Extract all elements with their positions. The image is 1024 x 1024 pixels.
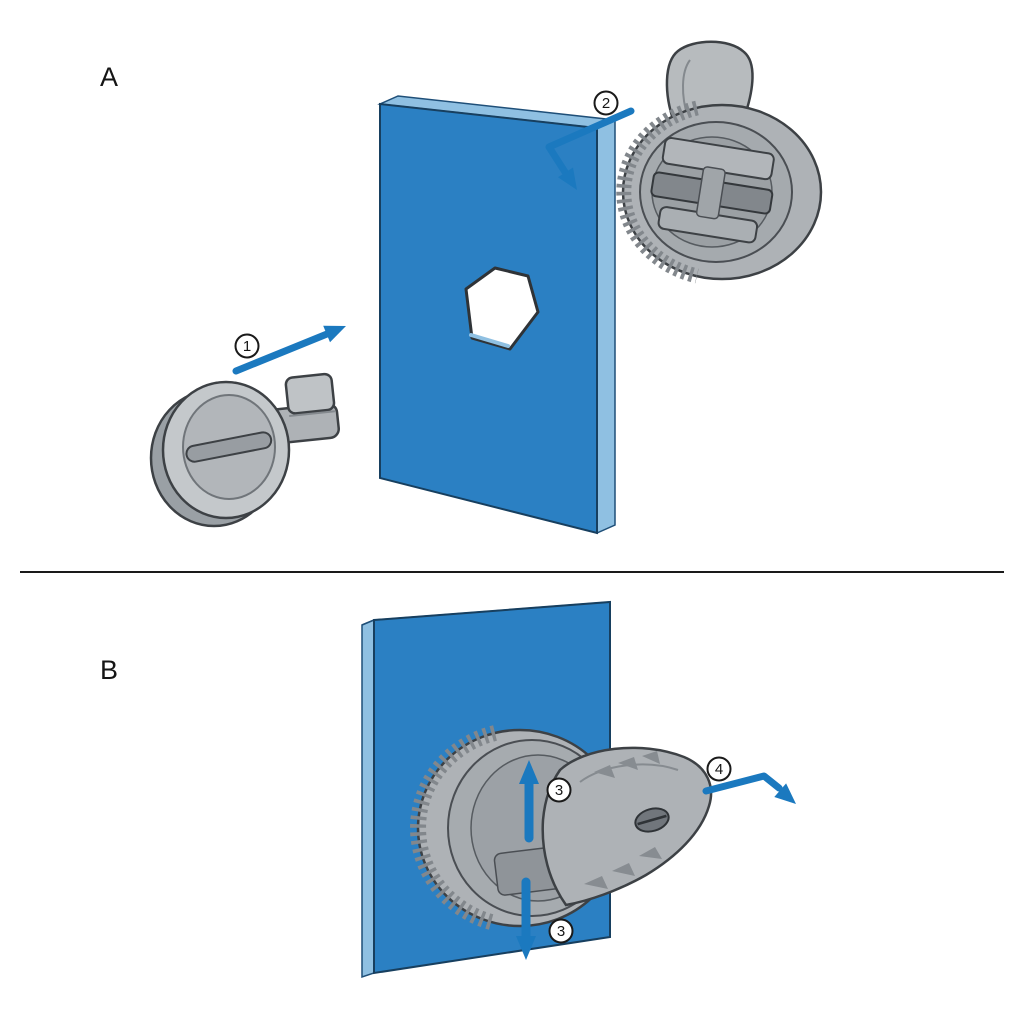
assembled-latch bbox=[410, 725, 713, 931]
step-3-up-number: 3 bbox=[555, 782, 563, 799]
arrow-step-3-down-head bbox=[516, 936, 536, 960]
arrow-step-4-shaft bbox=[702, 772, 783, 795]
step-3-up-badge bbox=[546, 777, 572, 803]
latch-arm-rib-bottom-2 bbox=[612, 863, 635, 876]
step-3-down-number: 3 bbox=[557, 923, 565, 940]
arrow-step-4-head bbox=[774, 783, 796, 804]
panel-b-left-edge bbox=[361, 618, 375, 979]
lock-arm-block bbox=[284, 372, 336, 415]
knob-knurl-ridges bbox=[616, 100, 699, 284]
section-b: B bbox=[100, 600, 796, 979]
step-3-down-badge bbox=[548, 918, 574, 944]
step-1-number: 1 bbox=[243, 338, 251, 355]
section-a: A bbox=[100, 40, 823, 535]
arrow-step-2-shaft bbox=[545, 107, 635, 176]
panel-a-hex-hole bbox=[464, 266, 540, 351]
arrow-step-3-up: 3 bbox=[519, 760, 572, 843]
section-a-label: A bbox=[100, 62, 118, 92]
step-2-badge bbox=[593, 90, 619, 116]
arrow-step-3-down: 3 bbox=[516, 877, 574, 960]
panel-a bbox=[377, 95, 618, 535]
panel-a-hole-thickness-edge bbox=[469, 333, 510, 348]
step-4-number: 4 bbox=[715, 761, 723, 778]
panel-a-side-edge bbox=[596, 118, 616, 535]
knob-center-post bbox=[695, 166, 726, 220]
latch-arm-rib-top-2 bbox=[618, 757, 638, 770]
latch-arm bbox=[541, 746, 713, 907]
lock-insert-part bbox=[149, 372, 340, 528]
lock-arm-seam bbox=[289, 410, 336, 418]
step-1-badge bbox=[234, 333, 260, 359]
latch-arm-rib-bottom-1 bbox=[584, 876, 608, 889]
latch-arm-rib-bottom-3 bbox=[639, 847, 662, 859]
latch-arm-rib-top-3 bbox=[642, 751, 660, 764]
latch-screw-slot bbox=[637, 814, 667, 826]
arrow-step-1-shaft bbox=[232, 330, 331, 375]
latch-knurl-ridges bbox=[410, 725, 497, 931]
arrow-step-1: 1 bbox=[232, 325, 346, 375]
arrow-step-3-up-head bbox=[519, 760, 539, 784]
arrow-step-2-head bbox=[558, 167, 577, 190]
latch-arm-rib-top-1 bbox=[594, 765, 615, 778]
arrow-step-2: 2 bbox=[545, 90, 635, 190]
step-2-number: 2 bbox=[602, 95, 610, 112]
arrow-step-4: 4 bbox=[702, 756, 796, 804]
section-b-label: B bbox=[100, 655, 118, 685]
arrow-step-1-head bbox=[323, 325, 346, 343]
knurled-knob-part bbox=[616, 40, 823, 284]
lock-screw-slot bbox=[185, 431, 273, 463]
step-4-badge bbox=[706, 756, 732, 782]
latch-arm-detail bbox=[579, 763, 679, 783]
